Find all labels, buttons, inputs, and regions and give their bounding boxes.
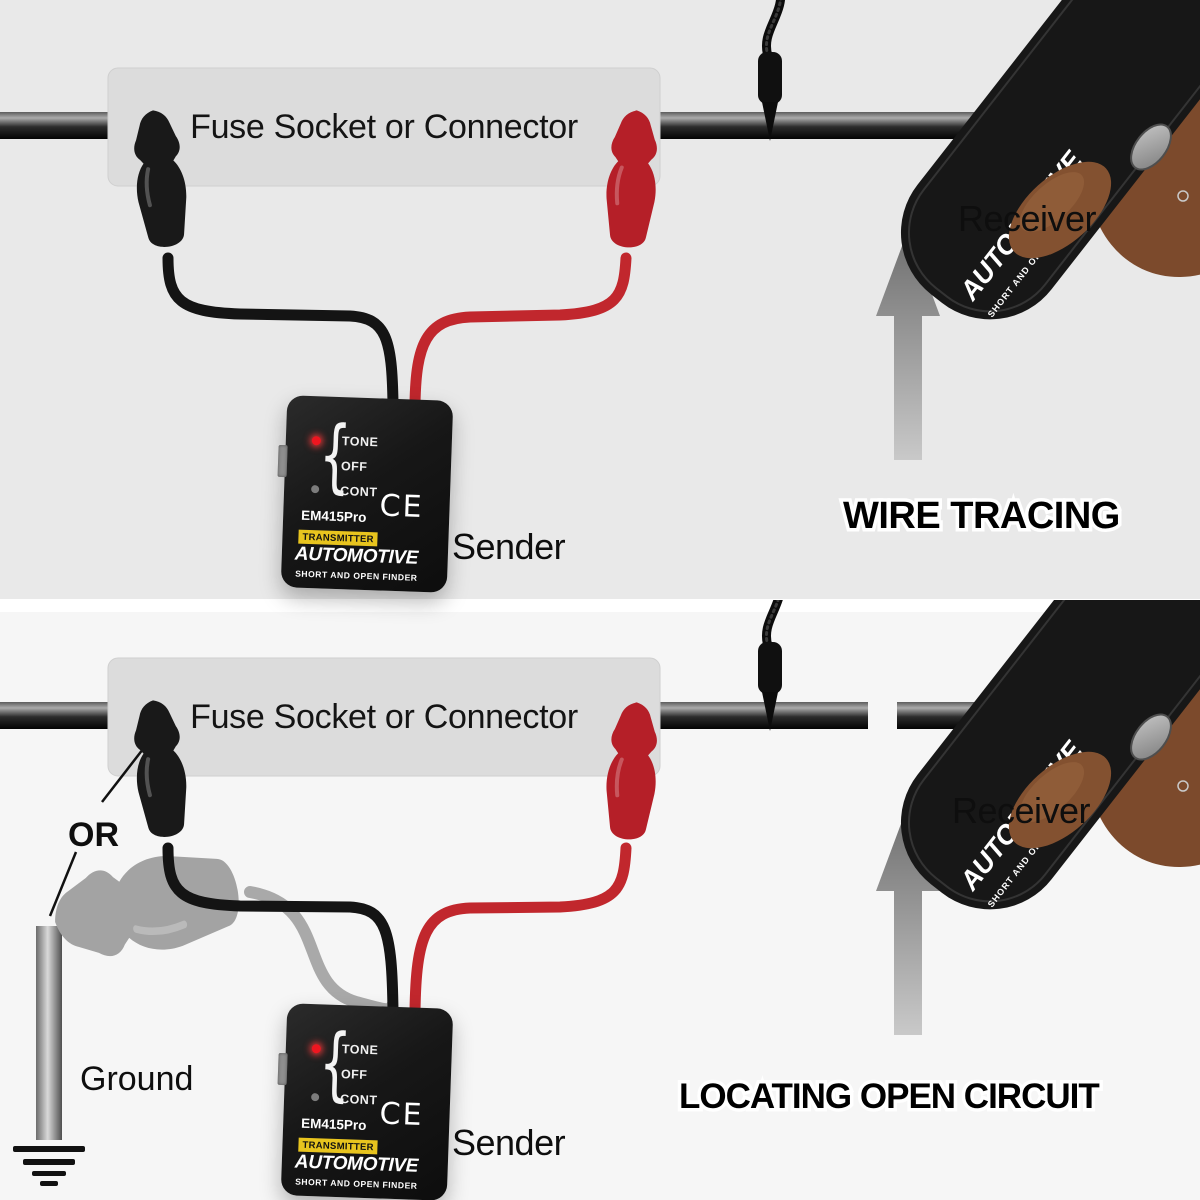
slide-switch [277,1052,288,1086]
or-pointer-line-lower [48,851,78,917]
switch-labels: TONE OFF CONT [340,1036,380,1112]
switch-label-cont: CONT [339,483,378,499]
red-test-lead [409,842,632,1018]
switch-label-off: OFF [340,1066,368,1082]
wire-tracing-caption: WIRE TRACING [840,492,1124,541]
switch-label-cont: CONT [339,1091,378,1107]
sender-device: { TONE OFF CONT EM415Pro CE TRANSMITTER … [277,395,454,593]
brand-label: AUTOMOTIVE [294,543,419,569]
slide-switch [277,444,288,478]
or-label: OR [68,816,119,854]
sender-label-top: Sender [452,526,566,567]
switch-label-tone: TONE [341,1041,379,1057]
model-label: EM415Pro [300,1115,367,1133]
sender-label-bottom: Sender [452,1122,566,1163]
switch-label-off: OFF [340,458,368,474]
black-test-lead [162,842,399,1018]
locating-open-circuit-caption: LOCATING OPEN CIRCUIT [676,1074,1104,1120]
receiver-label-top: Receiver [958,198,1097,239]
sender-device: { TONE OFF CONT EM415Pro CE TRANSMITTER … [277,1003,454,1200]
red-test-lead [409,252,632,410]
ground-post [36,926,62,1140]
ground-label: Ground [80,1060,194,1098]
connector-label-bottom: Fuse Socket or Connector [190,697,578,736]
ce-mark: CE [378,488,425,525]
wire-tracing-graphics: AUTOMOTIVE SHORT AND OPEN FINDER [0,0,1200,460]
subtitle-label: SHORT AND OPEN FINDER [295,1176,418,1191]
ground-symbol [13,1146,85,1186]
connector-box [107,67,661,187]
brand-label: AUTOMOTIVE [294,1151,419,1177]
ce-mark: CE [378,1096,425,1133]
black-test-lead [162,252,399,410]
model-label: EM415Pro [300,507,367,525]
switch-labels: TONE OFF CONT [340,428,380,504]
subtitle-label: SHORT AND OPEN FINDER [295,568,418,583]
open-circuit-graphics [0,600,1200,1186]
receiver-label-bottom: Receiver [952,790,1091,831]
switch-label-tone: TONE [341,433,379,449]
connector-box [107,657,661,777]
connector-label-top: Fuse Socket or Connector [190,107,578,146]
